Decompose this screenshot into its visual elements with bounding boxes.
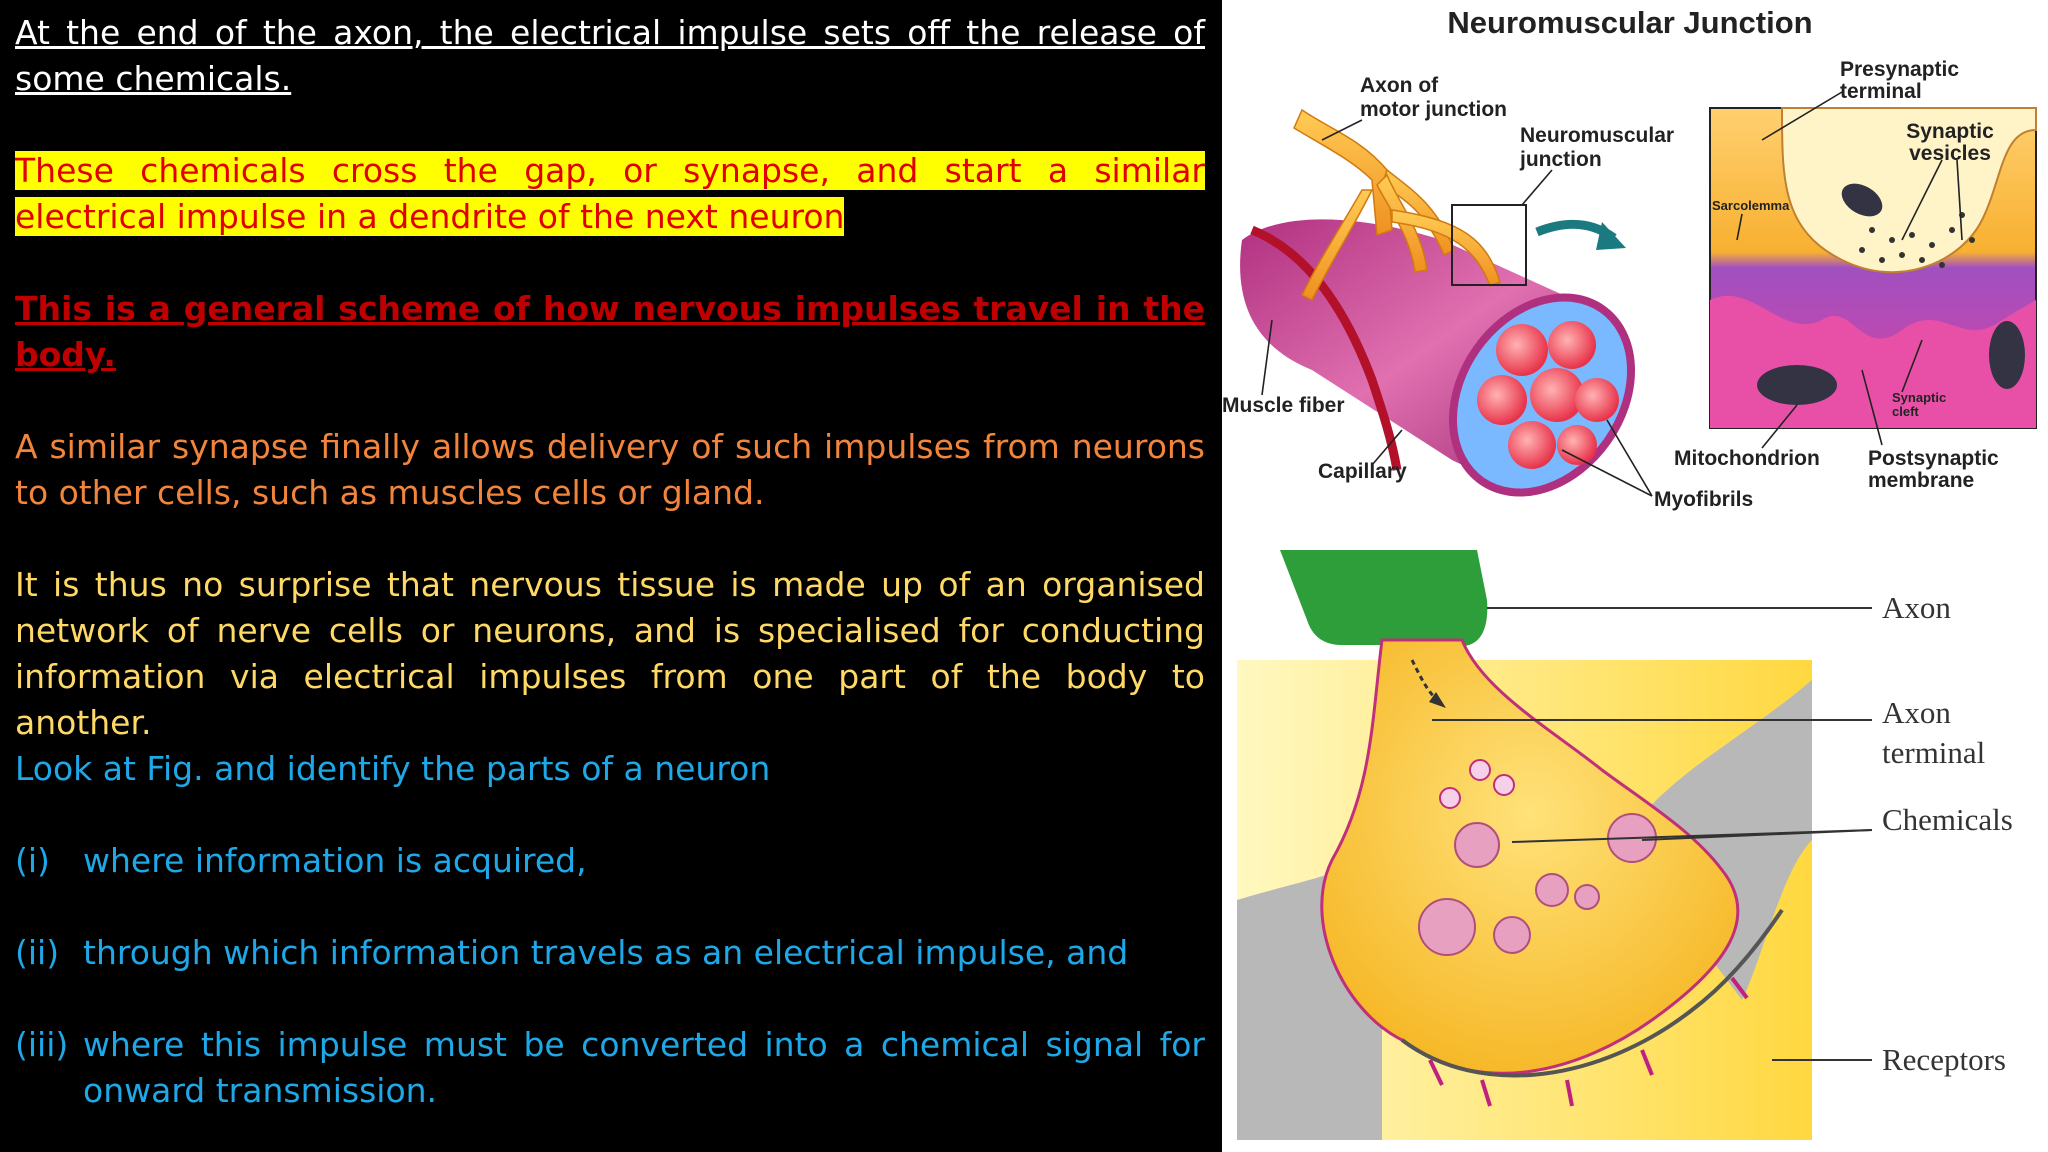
label-receptors: Receptors — [1882, 1042, 2006, 1077]
release-arrow-head — [1429, 692, 1446, 708]
highlighted-text: These chemicals cross the gap, or synaps… — [15, 151, 1205, 236]
list-item: (ii) through which information travels a… — [15, 930, 1205, 976]
neuromuscular-junction-figure: Neuromuscular Junction — [1222, 5, 2037, 511]
list-number: (i) — [15, 841, 50, 880]
nmj-highlight-box — [1451, 204, 1527, 286]
arrow-head — [1596, 222, 1626, 250]
label-chemicals: Chemicals — [1882, 802, 2013, 837]
receptor-marks — [1428, 976, 1749, 1107]
axon-green-shape — [1280, 550, 1488, 647]
paragraph-similar-synapse: A similar synapse finally allows deliver… — [15, 427, 1205, 512]
mitochondria — [1757, 183, 2025, 405]
presynaptic-terminal-shape — [1780, 107, 2037, 274]
list-item: (i) where information is acquired, — [15, 838, 1205, 884]
label-mitochondrion: Mitochondrion — [1674, 447, 1820, 470]
list-number: (ii) — [15, 933, 60, 972]
myofibril-cells — [1477, 321, 1619, 469]
paragraph-look-at-fig: Look at Fig. and identify the parts of a… — [15, 749, 771, 788]
label-capillary: Capillary — [1318, 460, 1407, 483]
paragraph-synapse-highlight: These chemicals cross the gap, or synaps… — [15, 148, 1205, 240]
list-text: through which information travels as an … — [83, 933, 1129, 972]
paragraph-nervous-tissue: It is thus no surprise that nervous tiss… — [15, 565, 1205, 742]
synaptic-cleft-line — [1400, 908, 1784, 1078]
label-myofibrils: Myofibrils — [1654, 488, 1753, 511]
list-item: (iii) where this impulse must be convert… — [15, 1022, 1205, 1114]
axon-branches — [1293, 108, 1501, 302]
bottom-leader-lines — [1432, 607, 1873, 1061]
text-panel: At the end of the axon, the electrical i… — [15, 13, 1205, 1114]
chemical-vesicles — [1418, 813, 1657, 956]
paragraph-general-scheme: This is a general scheme of how nervous … — [15, 289, 1205, 374]
small-vesicles — [1439, 759, 1515, 809]
synaptic-vesicle-dots — [1859, 212, 1975, 268]
label-sarcolemma: Sarcolemma — [1712, 198, 1790, 213]
axon-terminal-shape — [1320, 638, 1740, 1075]
capillary-vessel — [1250, 225, 1402, 471]
label-muscle-fiber: Muscle fiber — [1222, 394, 1345, 417]
label-axon: Axon — [1882, 590, 1951, 625]
figure-panel: Neuromuscular Junction — [1222, 0, 2048, 1152]
leader-lines — [1261, 91, 1963, 497]
glial-cell-right — [1622, 680, 1812, 1000]
figure-title: Neuromuscular Junction — [1447, 5, 1812, 40]
list-number: (iii) — [15, 1025, 69, 1064]
list-text: where this impulse must be converted int… — [83, 1025, 1205, 1110]
paragraph-axon-chemicals: At the end of the axon, the electrical i… — [15, 13, 1205, 98]
list-text: where information is acquired, — [83, 841, 587, 880]
